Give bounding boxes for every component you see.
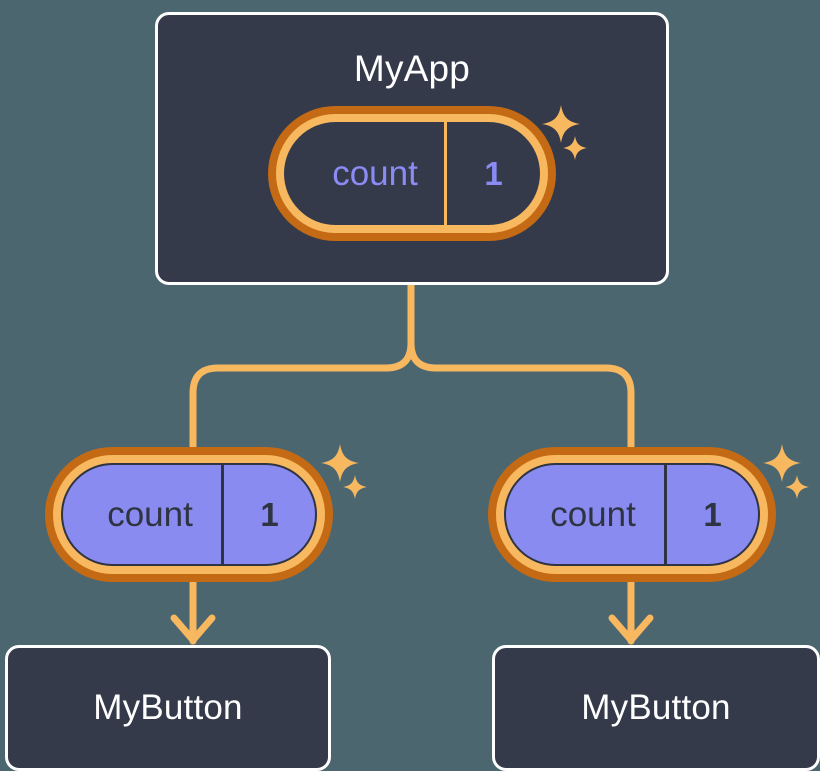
state-pill-ring: count 1 <box>53 455 325 574</box>
state-pill-myapp[interactable]: count 1 <box>268 106 556 241</box>
state-pill-key: count <box>107 494 193 534</box>
state-pill-mybutton-right[interactable]: count 1 <box>488 447 776 582</box>
arrow-head-right-icon <box>608 614 654 644</box>
connector-tree-split <box>189 281 415 456</box>
node-myapp-label: MyApp <box>353 48 471 89</box>
node-mybutton-right-label: MyButton <box>581 688 731 727</box>
sparkle-large-left-icon <box>320 443 360 483</box>
state-pill-body: count 1 <box>284 122 540 225</box>
sparkle-large-right-icon <box>762 443 802 483</box>
state-pill-mybutton-left[interactable]: count 1 <box>45 447 333 582</box>
state-pill-key: count <box>332 153 418 193</box>
state-pill-value: 1 <box>444 122 540 225</box>
node-mybutton-right[interactable]: MyButton <box>492 645 820 771</box>
state-pill-value: 1 <box>221 465 315 564</box>
sparkle-small-left-icon <box>342 474 368 500</box>
connector-tree-split-right <box>407 339 635 456</box>
state-pill-ring: count 1 <box>496 455 768 574</box>
state-pill-ring: count 1 <box>276 114 548 233</box>
arrow-head-left-icon <box>170 614 216 644</box>
state-pill-value: 1 <box>664 465 758 564</box>
state-pill-body: count 1 <box>61 463 317 566</box>
node-mybutton-left[interactable]: MyButton <box>5 645 331 771</box>
state-pill-body: count 1 <box>504 463 760 566</box>
node-mybutton-left-label: MyButton <box>93 688 243 727</box>
state-pill-key: count <box>550 494 636 534</box>
sparkle-small-right-icon <box>784 474 810 500</box>
